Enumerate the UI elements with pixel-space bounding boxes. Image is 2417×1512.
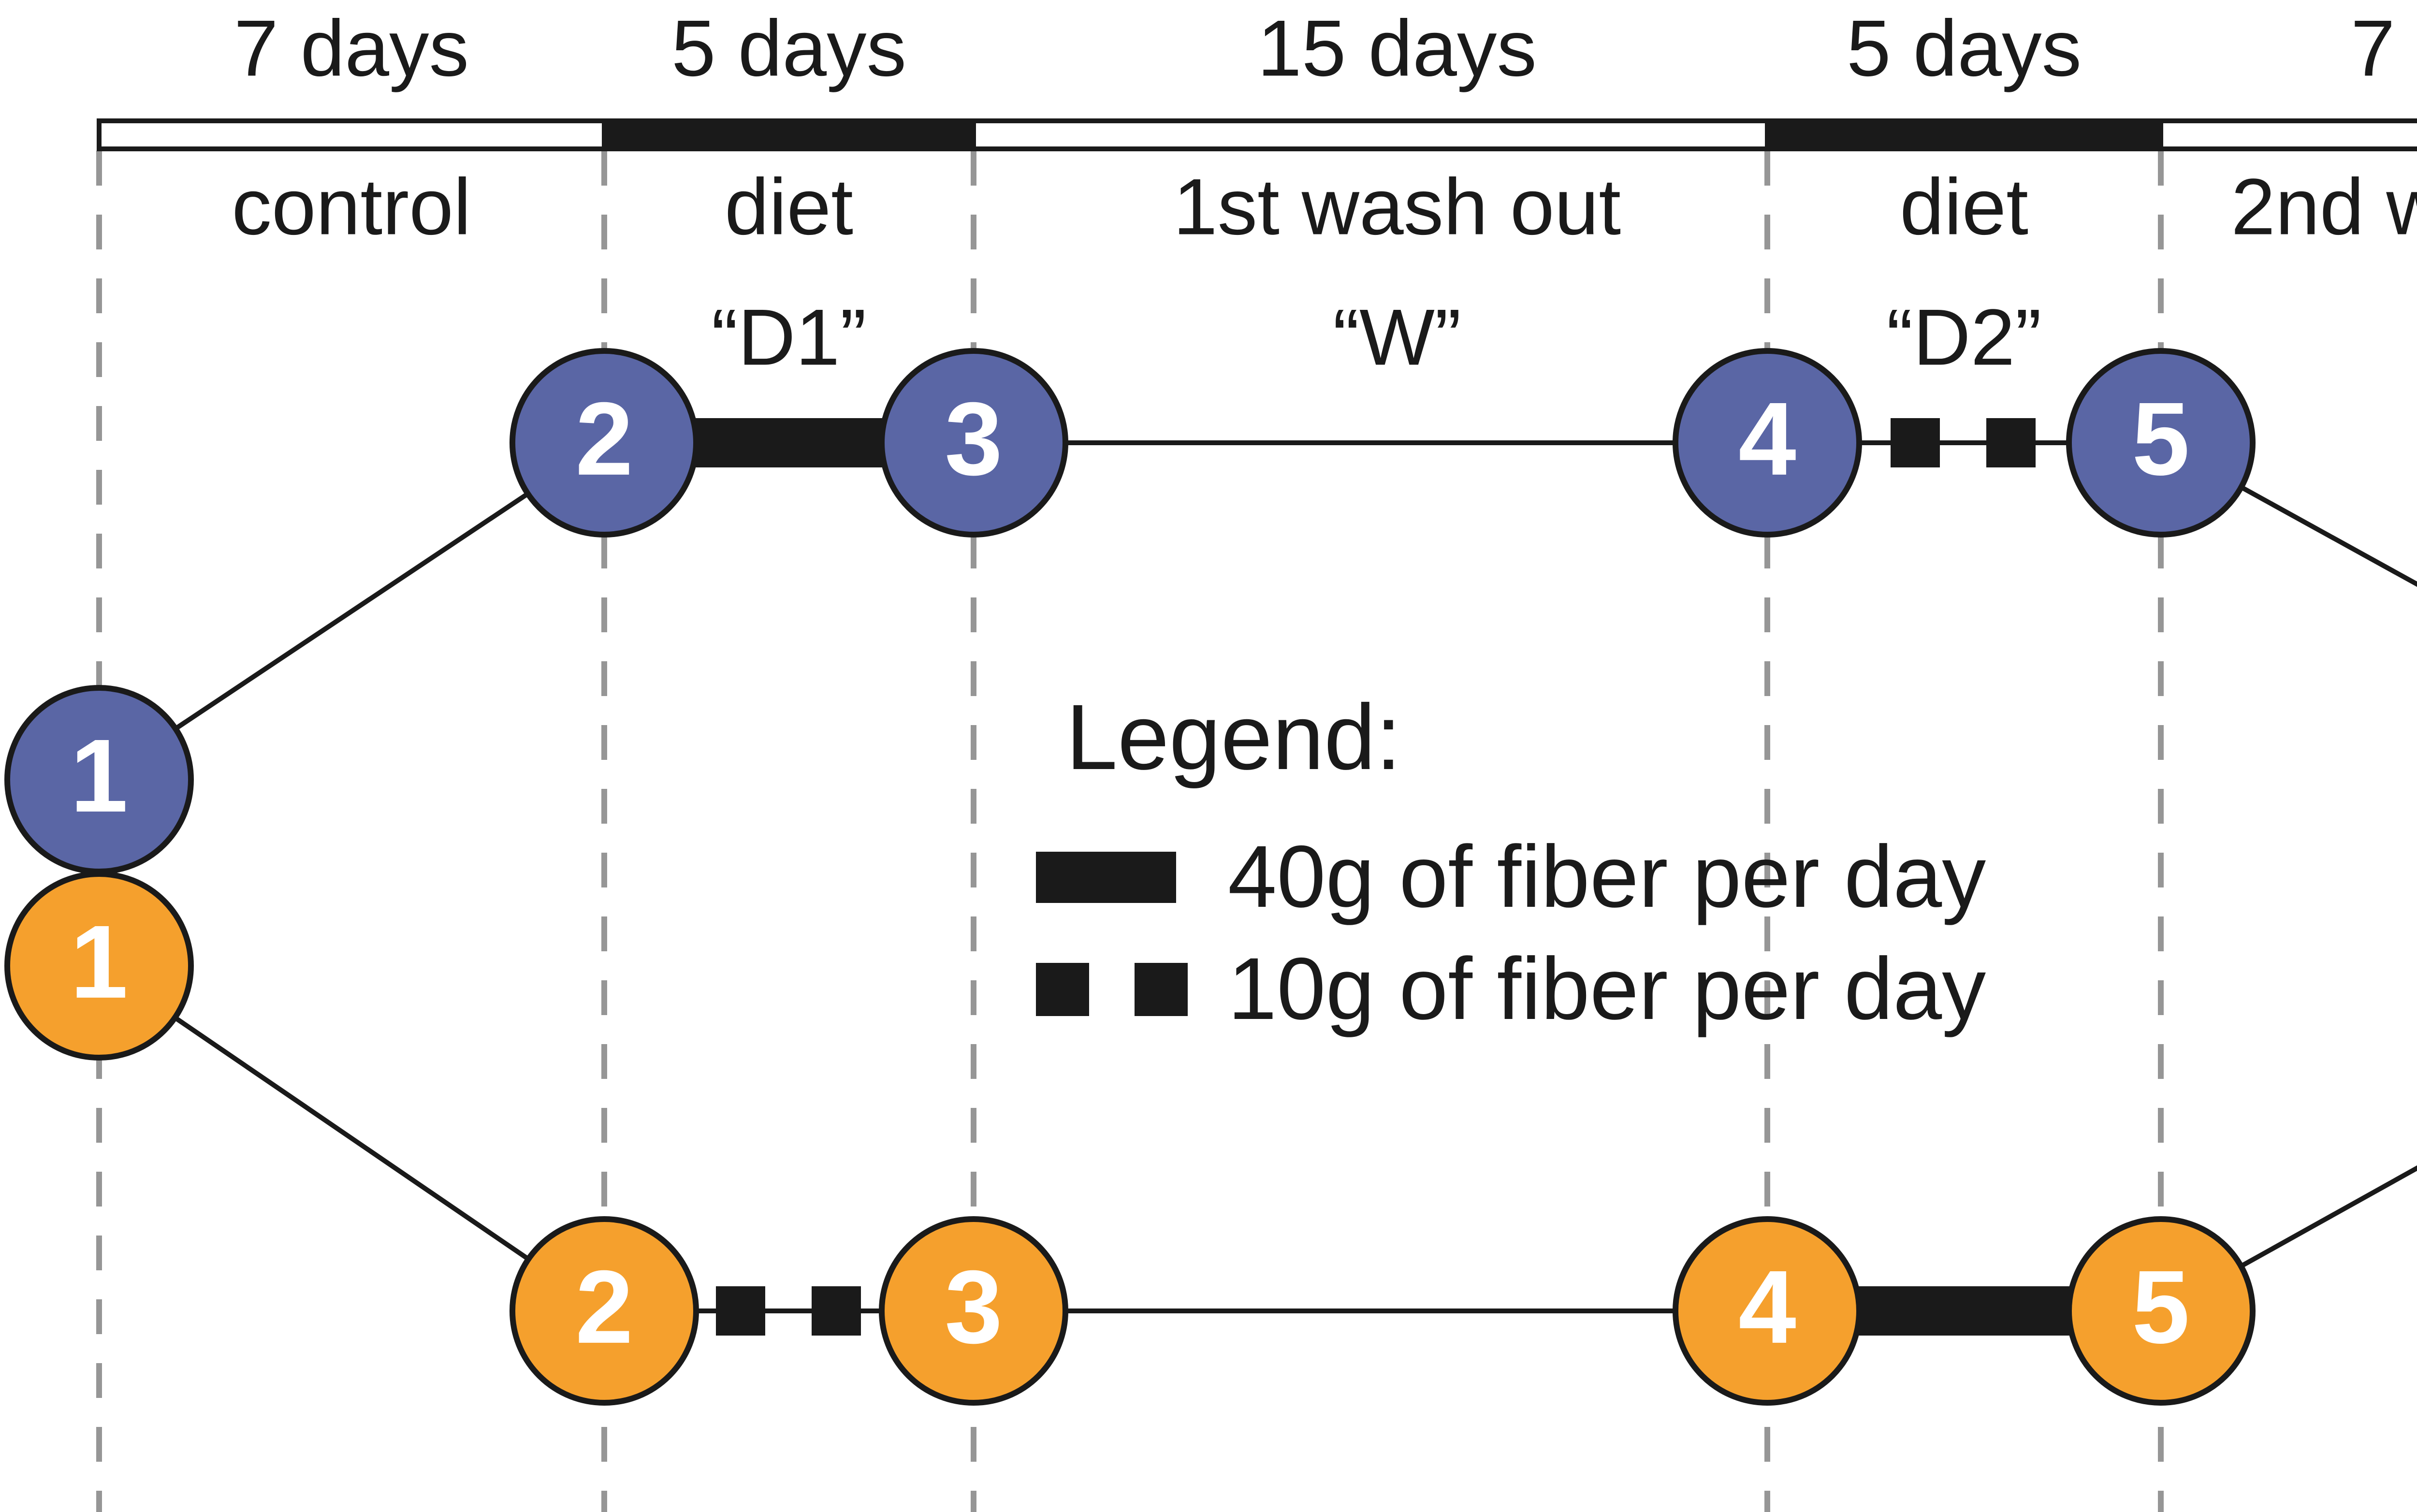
orange-node-5-number: 5 [2132, 1248, 2190, 1365]
legend-item-10g-label: 10g of fiber per day [1228, 939, 1986, 1038]
phase-code-w: “W” [1333, 292, 1461, 382]
arm-connector-lines [98, 440, 2417, 1313]
legend-item-40g-label: 40g of fiber per day [1228, 827, 1986, 926]
phase-code-d2: “D2” [1886, 292, 2042, 382]
orange-node-3-number: 3 [945, 1248, 1003, 1365]
duration-label-diet2: 5 days [1846, 3, 2082, 93]
blue-arm-line-1-2 [98, 440, 606, 782]
orange-node-1-number: 1 [70, 903, 128, 1020]
blue-node-4 [1673, 348, 1862, 538]
duration-label-washout2: 7 days [2350, 3, 2417, 93]
blue-arm-line-5-6 [2159, 440, 2417, 587]
duration-label-diet1: 5 days [671, 3, 907, 93]
orange-arm-10g-square-a [716, 1286, 765, 1336]
timeline-diet2-segment [1765, 118, 2163, 151]
orange-node-3 [879, 1216, 1068, 1406]
blue-node-2 [510, 348, 699, 538]
orange-node-2 [510, 1216, 699, 1406]
orange-node-1 [4, 871, 194, 1061]
blue-arm-10g-square-a [1891, 418, 1940, 467]
blue-node-1-number: 1 [70, 717, 128, 834]
blue-arm-10g-square-b [1986, 418, 2036, 467]
blue-node-3-number: 3 [945, 380, 1003, 497]
duration-label-washout1: 15 days [1257, 3, 1537, 93]
duration-label-control: 7 days [233, 3, 469, 93]
blue-node-5-number: 5 [2132, 380, 2190, 497]
ten-gram-square-markers [716, 418, 2036, 1336]
orange-node-5 [2066, 1216, 2256, 1406]
legend-40g-bar-icon [1036, 852, 1176, 903]
phase-label-control: control [232, 162, 471, 251]
phase-label-diet1: diet [724, 162, 854, 251]
orange-arm-line-5-6 [2159, 1165, 2417, 1313]
orange-arm-line-1-2 [98, 963, 606, 1313]
orange-arm-10g-square-b [812, 1286, 861, 1336]
legend-title: Legend: [1066, 685, 1402, 789]
blue-node-3 [879, 348, 1068, 538]
blue-node-4-number: 4 [1738, 380, 1796, 497]
blue-node-5 [2066, 348, 2256, 538]
orange-node-4 [1673, 1216, 1862, 1406]
orange-node-4-number: 4 [1738, 1248, 1796, 1365]
legend-10g-square-b [1135, 963, 1188, 1016]
phase-label-diet2: diet [1899, 162, 2029, 251]
legend-10g-square-a [1036, 963, 1089, 1016]
blue-node-2-number: 2 [575, 380, 633, 497]
phase-label-washout2: 2nd wash out [2231, 162, 2417, 251]
legend-10g-squares-icon [1036, 963, 1188, 1016]
phase-label-washout1: 1st wash out [1173, 162, 1621, 251]
phase-code-d1: “D1” [711, 292, 867, 382]
orange-node-2-number: 2 [575, 1248, 633, 1365]
orange-arm-nodes [4, 871, 2256, 1406]
blue-arm-nodes [4, 348, 2256, 874]
timeline-diet1-segment [602, 118, 976, 151]
